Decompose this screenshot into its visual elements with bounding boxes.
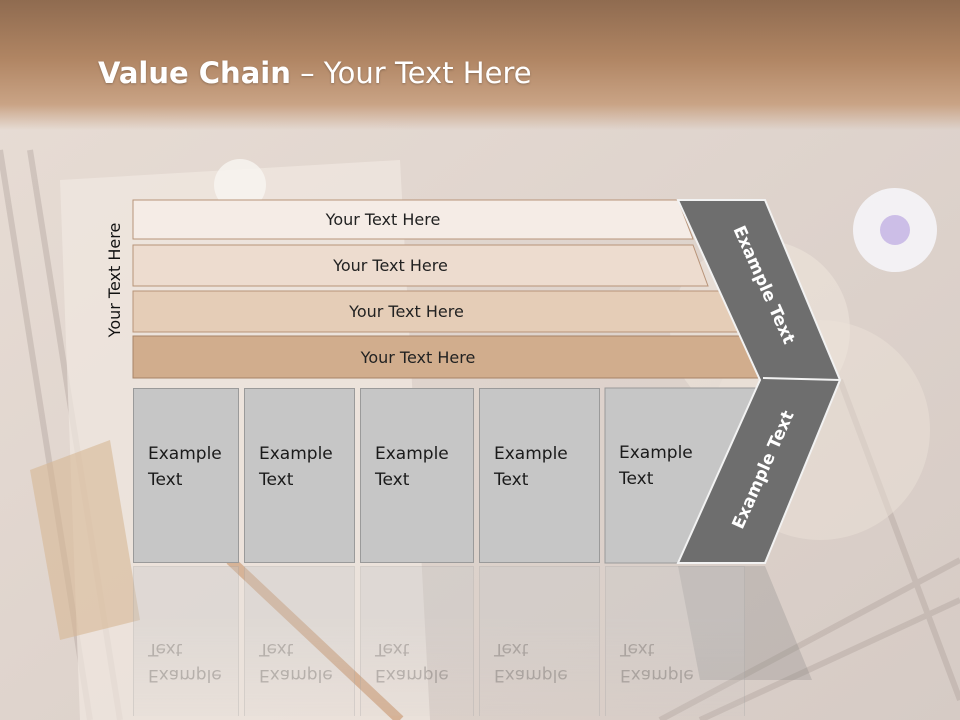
support-bar-2[interactable]: Your Text Here xyxy=(133,245,708,286)
support-bar-1[interactable]: Your Text Here xyxy=(133,200,693,239)
side-label: Your Text Here xyxy=(105,222,124,338)
title-band xyxy=(0,0,960,130)
support-bar-4[interactable]: Your Text Here xyxy=(133,336,763,378)
page-title: Value Chain – Your Text Here xyxy=(98,56,532,90)
support-bar-3[interactable]: Your Text Here xyxy=(133,291,740,332)
